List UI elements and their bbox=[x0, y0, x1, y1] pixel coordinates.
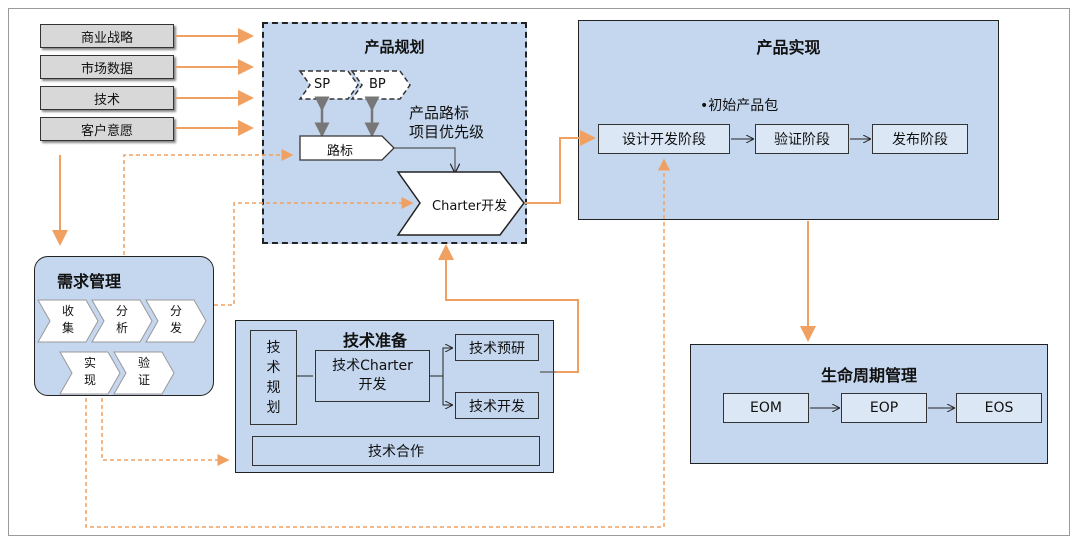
tech-planning-box: 技 术 规 划 bbox=[250, 330, 297, 425]
req-step-implement-label: 实 现 bbox=[83, 356, 96, 387]
roadmap-output-line1: 产品路标 bbox=[409, 104, 470, 122]
roadmap-pentagon bbox=[299, 135, 395, 161]
req-to-techprep-dashed bbox=[101, 398, 230, 466]
product-planning-title: 产品规划 bbox=[364, 38, 425, 56]
req-to-design-dashed bbox=[85, 158, 670, 528]
roadmap-label: 路标 bbox=[327, 144, 354, 159]
tech-research-label: 技术预研 bbox=[469, 340, 525, 357]
input-market-data: 市场数据 bbox=[40, 55, 174, 79]
charter-chevron bbox=[396, 171, 525, 236]
tech-charter-box: 技术Charter 开发 bbox=[315, 350, 430, 402]
lifecycle-label: EOM bbox=[750, 400, 782, 416]
req-step-analyze bbox=[91, 299, 153, 343]
tech-development-box: 技术开发 bbox=[455, 392, 539, 419]
tech-cooperation-box: 技术合作 bbox=[252, 436, 540, 466]
charter-to-development bbox=[442, 376, 452, 405]
req-step-verify-label: 验 证 bbox=[137, 356, 150, 387]
req-step-distribute bbox=[145, 299, 207, 343]
req-step-collect-label: 收 集 bbox=[61, 304, 74, 335]
stage-verification: 验证阶段 bbox=[755, 124, 849, 154]
tech-research-box: 技术预研 bbox=[455, 334, 539, 361]
input-customer-wishes: 客户意愿 bbox=[40, 117, 174, 141]
tech-charter-label: 技术Charter 开发 bbox=[332, 358, 413, 393]
tech-planning-label: 技 术 规 划 bbox=[266, 339, 281, 416]
stage-label: 设计开发阶段 bbox=[622, 132, 706, 148]
input-label: 商业战略 bbox=[80, 30, 133, 46]
input-label: 市场数据 bbox=[80, 61, 133, 77]
bp-label: BP bbox=[369, 77, 386, 92]
charter-to-research bbox=[430, 348, 452, 377]
product-realization-title: 产品实现 bbox=[756, 38, 821, 57]
tech-development-label: 技术开发 bbox=[469, 398, 525, 415]
requirements-title: 需求管理 bbox=[56, 272, 121, 291]
req-step-implement bbox=[59, 351, 121, 395]
roadmap-output-line2: 项目优先级 bbox=[409, 123, 485, 141]
input-label: 技术 bbox=[93, 92, 120, 108]
stage-label: 发布阶段 bbox=[892, 132, 948, 148]
lifecycle-eop: EOP bbox=[841, 393, 927, 423]
lifecycle-eos: EOS bbox=[956, 393, 1042, 423]
stage-label: 验证阶段 bbox=[774, 132, 830, 148]
req-to-charter-dashed bbox=[214, 197, 414, 306]
req-step-collect bbox=[37, 299, 99, 343]
charter-to-realization-arrow bbox=[525, 130, 596, 204]
stage-release: 发布阶段 bbox=[872, 124, 968, 154]
lifecycle-label: EOP bbox=[869, 400, 899, 416]
req-to-roadmap-dashed bbox=[123, 149, 294, 255]
roadmap-to-charter-line bbox=[394, 147, 455, 172]
input-technology: 技术 bbox=[40, 86, 174, 110]
techprep-to-charter-arrow bbox=[438, 244, 579, 373]
initial-package-bullet: •初始产品包 bbox=[700, 98, 779, 114]
tech-cooperation-label: 技术合作 bbox=[368, 444, 424, 460]
lifecycle-eom: EOM bbox=[723, 393, 809, 423]
req-step-analyze-label: 分 析 bbox=[115, 304, 128, 335]
product-realization-panel bbox=[578, 20, 999, 220]
diagram-frame bbox=[8, 8, 1070, 536]
lifecycle-label: EOS bbox=[984, 400, 1014, 416]
input-label: 客户意愿 bbox=[80, 123, 133, 139]
tech-prep-title: 技术准备 bbox=[342, 331, 407, 350]
req-step-distribute-label: 分 发 bbox=[169, 304, 182, 335]
charter-label: Charter开发 bbox=[432, 199, 508, 214]
input-business-strategy: 商业战略 bbox=[40, 24, 174, 48]
bp-chevron bbox=[350, 70, 411, 100]
sp-chevron bbox=[298, 70, 359, 100]
sp-label: SP bbox=[314, 77, 331, 92]
req-step-verify bbox=[113, 351, 175, 395]
lifecycle-title: 生命周期管理 bbox=[820, 366, 917, 385]
stage-design-dev: 设计开发阶段 bbox=[598, 124, 730, 154]
